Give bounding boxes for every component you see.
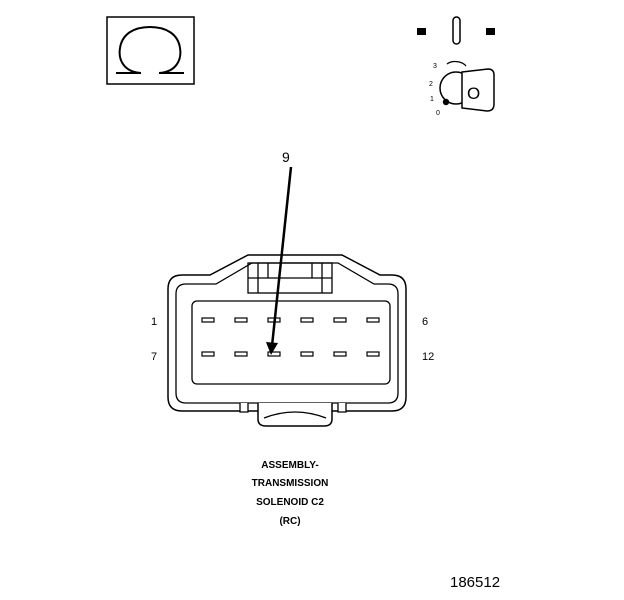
cavity-1 xyxy=(201,317,215,323)
key-position-1: 1 xyxy=(430,96,434,103)
caption-line-3: SOLENOID C2 xyxy=(256,497,324,508)
key-letter: O xyxy=(467,84,480,103)
cavity-11 xyxy=(333,351,347,357)
cavity-12 xyxy=(366,351,380,357)
pointer-label: 9 xyxy=(282,149,290,165)
caption-line-1: ASSEMBLY- xyxy=(261,460,318,471)
terminal-cavities xyxy=(201,317,380,357)
cavity-5 xyxy=(333,317,347,323)
component-caption: ASSEMBLY- TRANSMISSION SOLENOID C2 (RC) xyxy=(252,460,329,527)
cavity-2 xyxy=(234,317,248,323)
pin-label-7: 7 xyxy=(151,351,157,363)
pin-label-1: 1 xyxy=(151,316,157,328)
connector-housing xyxy=(167,254,407,427)
key-position-3: 3 xyxy=(433,63,437,70)
pin-label-12: 12 xyxy=(422,351,434,363)
cavity-9 xyxy=(267,351,281,357)
ignition-key-icon: 3 2 1 0 O xyxy=(417,16,495,117)
cavity-3 xyxy=(267,317,281,323)
key-position-2: 2 xyxy=(429,81,433,88)
cavity-8 xyxy=(234,351,248,357)
pin-label-6: 6 xyxy=(422,316,428,328)
cavity-4 xyxy=(300,317,314,323)
caption-line-2: TRANSMISSION xyxy=(252,478,329,489)
key-position-0: 0 xyxy=(436,110,440,117)
figure-id: 186512 xyxy=(450,574,500,591)
cavity-10 xyxy=(300,351,314,357)
ohmmeter-icon xyxy=(106,16,195,85)
cavity-7 xyxy=(201,351,215,357)
pointer-arrow xyxy=(266,166,293,355)
cavity-6 xyxy=(366,317,380,323)
caption-line-4: (RC) xyxy=(279,516,300,527)
